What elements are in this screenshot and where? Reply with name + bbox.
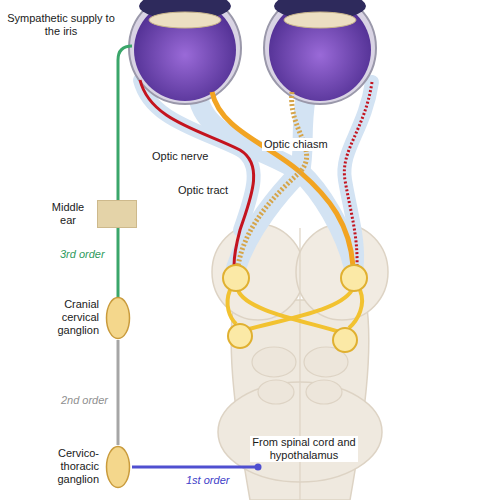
visual-nucleus	[228, 290, 236, 324]
sympathetic-fibre	[118, 46, 132, 312]
brainstem	[252, 347, 296, 377]
visual-nucleus	[223, 265, 367, 352]
eye	[284, 12, 356, 28]
eye	[129, 0, 241, 104]
node-label: Cranial cervical ganglion	[37, 298, 99, 338]
visual-nucleus	[245, 290, 352, 330]
optic-fibre	[344, 82, 372, 266]
ganglion: Cervico- thoracic ganglion	[105, 445, 131, 489]
eye	[269, 0, 371, 101]
source-label: From spinal cord and hypothalamus	[250, 436, 358, 462]
optic-fibre	[212, 92, 353, 266]
visual-nucleus	[223, 265, 249, 291]
optic-sheath	[140, 80, 372, 268]
node-label: Middle ear	[44, 201, 92, 227]
structure-label: Sympathetic supply to the iris	[4, 12, 118, 38]
ganglion-outline	[105, 445, 131, 489]
ganglion-outline	[105, 296, 131, 340]
optic-fibre	[140, 80, 254, 266]
optic-fibre	[238, 92, 307, 266]
ganglion-outline	[107, 447, 130, 488]
ganglion: Cranial cervical ganglion	[105, 296, 131, 340]
sympathetic-fibre	[255, 464, 262, 471]
visual-nucleus	[341, 265, 367, 291]
node-label: Cervico- thoracic ganglion	[37, 447, 99, 487]
neuron-order-label: 3rd order	[58, 248, 107, 261]
structure-label: Optic tract	[176, 184, 230, 197]
optic-sheath	[198, 96, 354, 268]
middle-ear-box: Middle ear	[97, 200, 137, 228]
visual-nucleus	[333, 328, 357, 352]
visual-nucleus	[349, 290, 362, 328]
nerve-connector	[117, 340, 120, 445]
sympathetic-fibre	[118, 46, 262, 471]
neuron-order-label: 1st order	[184, 474, 231, 487]
visual-nucleus	[238, 290, 340, 332]
brainstem	[306, 380, 342, 404]
optic-fibre	[140, 80, 372, 266]
eye	[149, 12, 221, 28]
ganglion-outline	[107, 298, 130, 339]
visual-nucleus	[228, 324, 252, 348]
sympathetic-fibre	[132, 466, 258, 469]
structure-label: Optic nerve	[150, 150, 210, 163]
structure-label: Optic chiasm	[262, 138, 330, 151]
eye	[134, 0, 236, 101]
neuron-order-label: 2nd order	[59, 394, 110, 407]
eye	[129, 0, 376, 104]
eye	[264, 0, 376, 104]
brainstem	[258, 380, 294, 404]
